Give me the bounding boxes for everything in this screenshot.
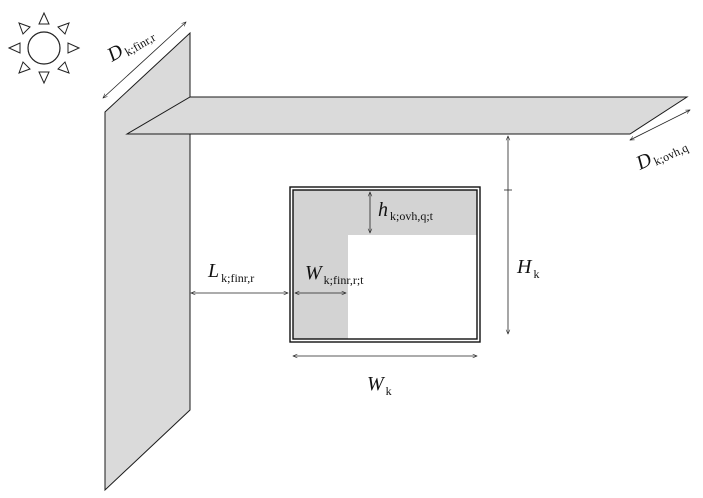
overhang-depth-label: Dk;ovh,q — [632, 132, 690, 176]
fin-shaded-area — [293, 190, 348, 339]
horizontal-overhang — [125, 96, 689, 135]
window — [289, 186, 481, 343]
vertical-fin — [104, 31, 191, 492]
overhang-depth-dimension — [630, 109, 690, 141]
fin-depth-label: Dk;finr,r — [103, 22, 158, 67]
sun-icon — [7, 11, 81, 85]
fin-depth-dimension — [103, 22, 186, 98]
